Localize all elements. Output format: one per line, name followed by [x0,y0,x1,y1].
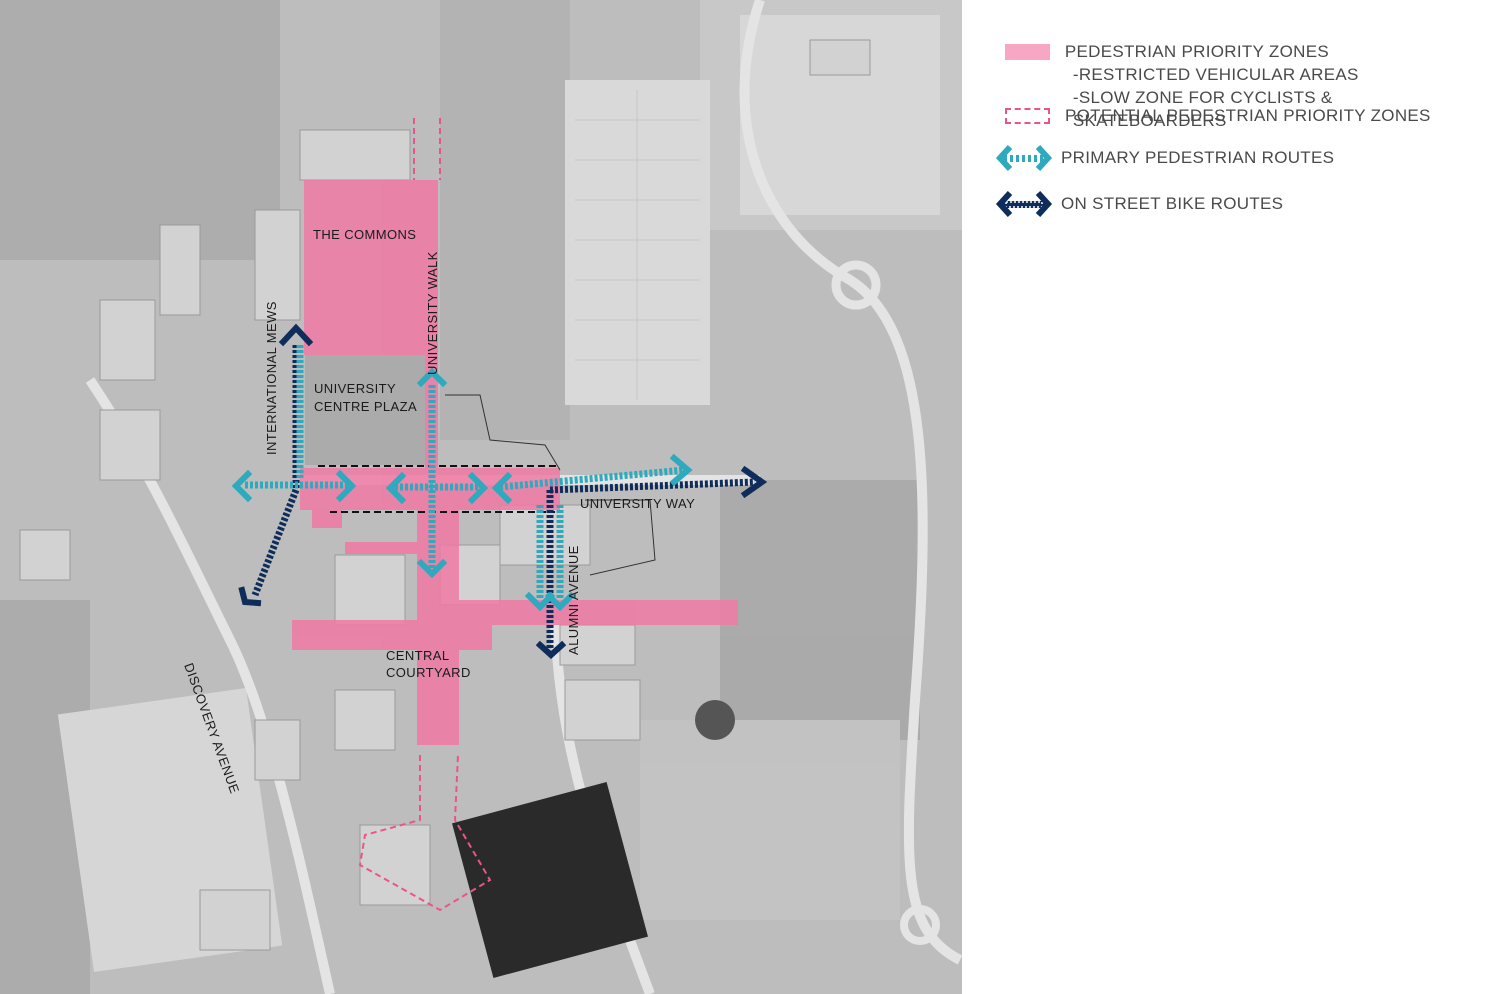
university-centre-plaza [305,355,425,465]
pedestrian-route-arrowheads [231,367,693,612]
label-university-centre-plaza-1: UNIVERSITY [314,381,396,396]
zone-upper-west [345,542,417,554]
campus-aerial-map: THE COMMONS UNIVERSITY WALK INTERNATIONA… [0,0,962,994]
legend-pedestrian-zones-sub2: -SLOW ZONE FOR CYCLISTS & SKATEBOARDERS [1072,88,1333,130]
label-central-courtyard-2: COURTYARD [386,665,471,680]
potential-zones [358,118,492,912]
legend-bike-routes: ON STREET BIKE ROUTES [995,190,1284,220]
legend-primary-routes-label: PRIMARY PEDESTRIAN ROUTES [1061,148,1335,167]
legend-teal-arrow-icon [995,144,1053,172]
legend-potential-zones: POTENTIAL PEDESTRIAN PRIORITY ZONES [1000,104,1431,127]
east-outline [585,499,656,576]
label-alumni-avenue: ALUMNI AVENUE [566,545,581,655]
bike-routes [251,345,756,650]
bike-route-arrowheads [238,323,768,660]
label-the-commons: THE COMMONS [313,227,416,242]
roundabout-north [831,260,881,310]
legend-pink-swatch [1005,44,1050,60]
zone-alumni-connector [455,600,738,625]
roundabout-south [900,905,940,945]
legend-pedestrian-zones: PEDESTRIAN PRIORITY ZONES -RESTRICTED VE… [1000,40,1490,132]
legend-potential-zones-label: POTENTIAL PEDESTRIAN PRIORITY ZONES [1065,106,1431,125]
pond [695,700,735,740]
zone-strip [312,510,342,528]
legend-navy-arrow-icon [995,190,1053,218]
plaza-outline [445,394,561,471]
zone-the-commons [304,180,438,355]
parking-stalls [575,90,700,400]
pedestrian-routes [245,345,686,600]
label-international-mews: INTERNATIONAL MEWS [264,301,279,455]
label-central-courtyard-1: CENTRAL [386,648,449,663]
legend-primary-routes: PRIMARY PEDESTRIAN ROUTES [995,144,1335,174]
legend-pedestrian-zones-title: PEDESTRIAN PRIORITY ZONES [1064,42,1329,61]
restricted-boundary [318,465,560,513]
label-university-walk: UNIVERSITY WALK [425,251,440,375]
legend-bike-routes-label: ON STREET BIKE ROUTES [1061,194,1284,213]
legend-dashed-swatch [1005,108,1050,124]
sports-field [452,782,648,978]
label-university-centre-plaza-2: CENTRE PLAZA [314,399,417,414]
legend-pedestrian-zones-sub1: -RESTRICTED VEHICULAR AREAS [1072,65,1359,84]
label-university-way: UNIVERSITY WAY [580,496,695,511]
